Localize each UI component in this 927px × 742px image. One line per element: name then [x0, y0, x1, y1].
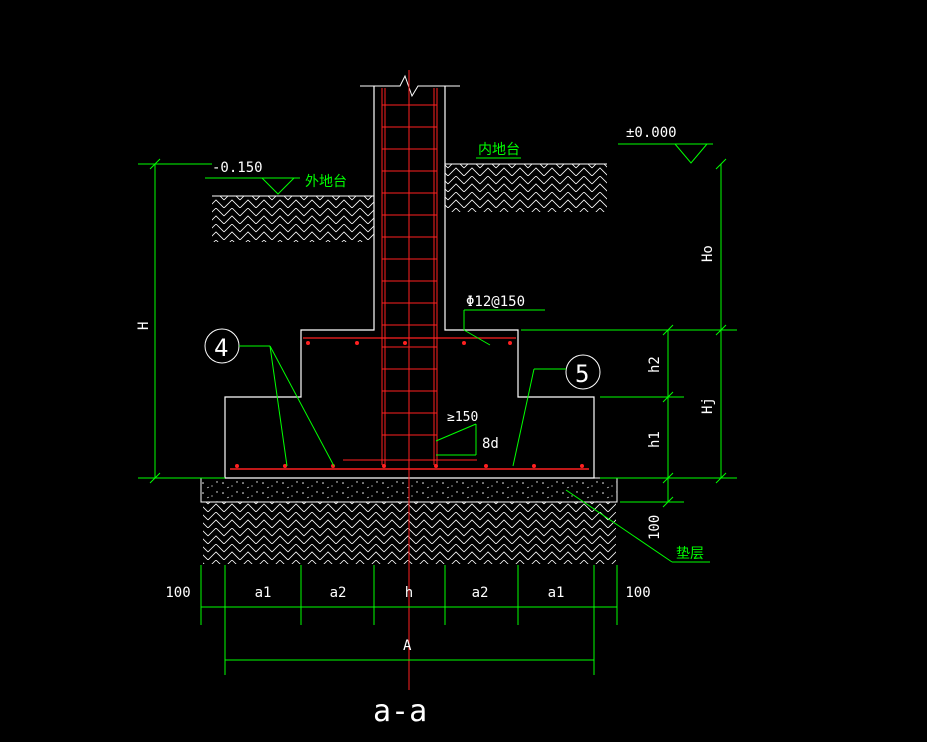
section-title: a-a [373, 694, 427, 729]
anchor-d-label: 8d [482, 436, 499, 452]
anchor-dim [435, 423, 477, 456]
bottom-dim-label: 100 [165, 585, 190, 601]
bottom-dim-label: a2 [330, 585, 347, 601]
outer-level-text: -0.150 [212, 160, 263, 176]
outer-soil-hatch [212, 196, 374, 242]
left-dimension [138, 158, 225, 484]
dim-h1-label: h1 [647, 431, 663, 448]
zero-level-text: ±0.000 [626, 125, 677, 141]
cushion-leader [565, 489, 673, 563]
cushion-label: 垫层 [676, 546, 704, 562]
dim-overall-label: A [403, 638, 412, 654]
inner-soil-hatch [445, 164, 607, 212]
callout-4-text: 4 [214, 334, 228, 362]
inner-ground-label: 内地台 [478, 142, 520, 158]
bottom-dim-label: h [405, 585, 413, 601]
dim-cushion-label: 100 [647, 515, 663, 540]
callout-5-text: 5 [575, 360, 589, 388]
right-dimension [521, 158, 737, 508]
bottom-dim-labels: 100 a1 a2 h a2 a1 100 [165, 585, 650, 601]
bottom-dim-label: 100 [625, 585, 650, 601]
top-bar-label: Φ12@150 [466, 294, 525, 310]
anchor-label: ≥150 [447, 410, 478, 425]
dim-ho-label: Ho [700, 245, 716, 262]
dim-h2-label: h2 [647, 356, 663, 373]
callout-4-leaders [239, 345, 335, 467]
dim-hj-label: Hj [700, 397, 716, 414]
callout-5-circle [565, 354, 601, 390]
dim-h-label: H [136, 322, 152, 330]
bottom-dim-label: a1 [255, 585, 272, 601]
bottom-dim-label: a1 [548, 585, 565, 601]
zero-level-symbol [618, 143, 713, 164]
outer-level-symbol [205, 177, 300, 195]
top-bar-leader [463, 309, 545, 346]
bottom-dim-label: a2 [472, 585, 489, 601]
callout-5-leader [512, 368, 566, 467]
bottom-dimension [200, 565, 618, 675]
outer-ground-label: 外地台 [305, 174, 347, 190]
